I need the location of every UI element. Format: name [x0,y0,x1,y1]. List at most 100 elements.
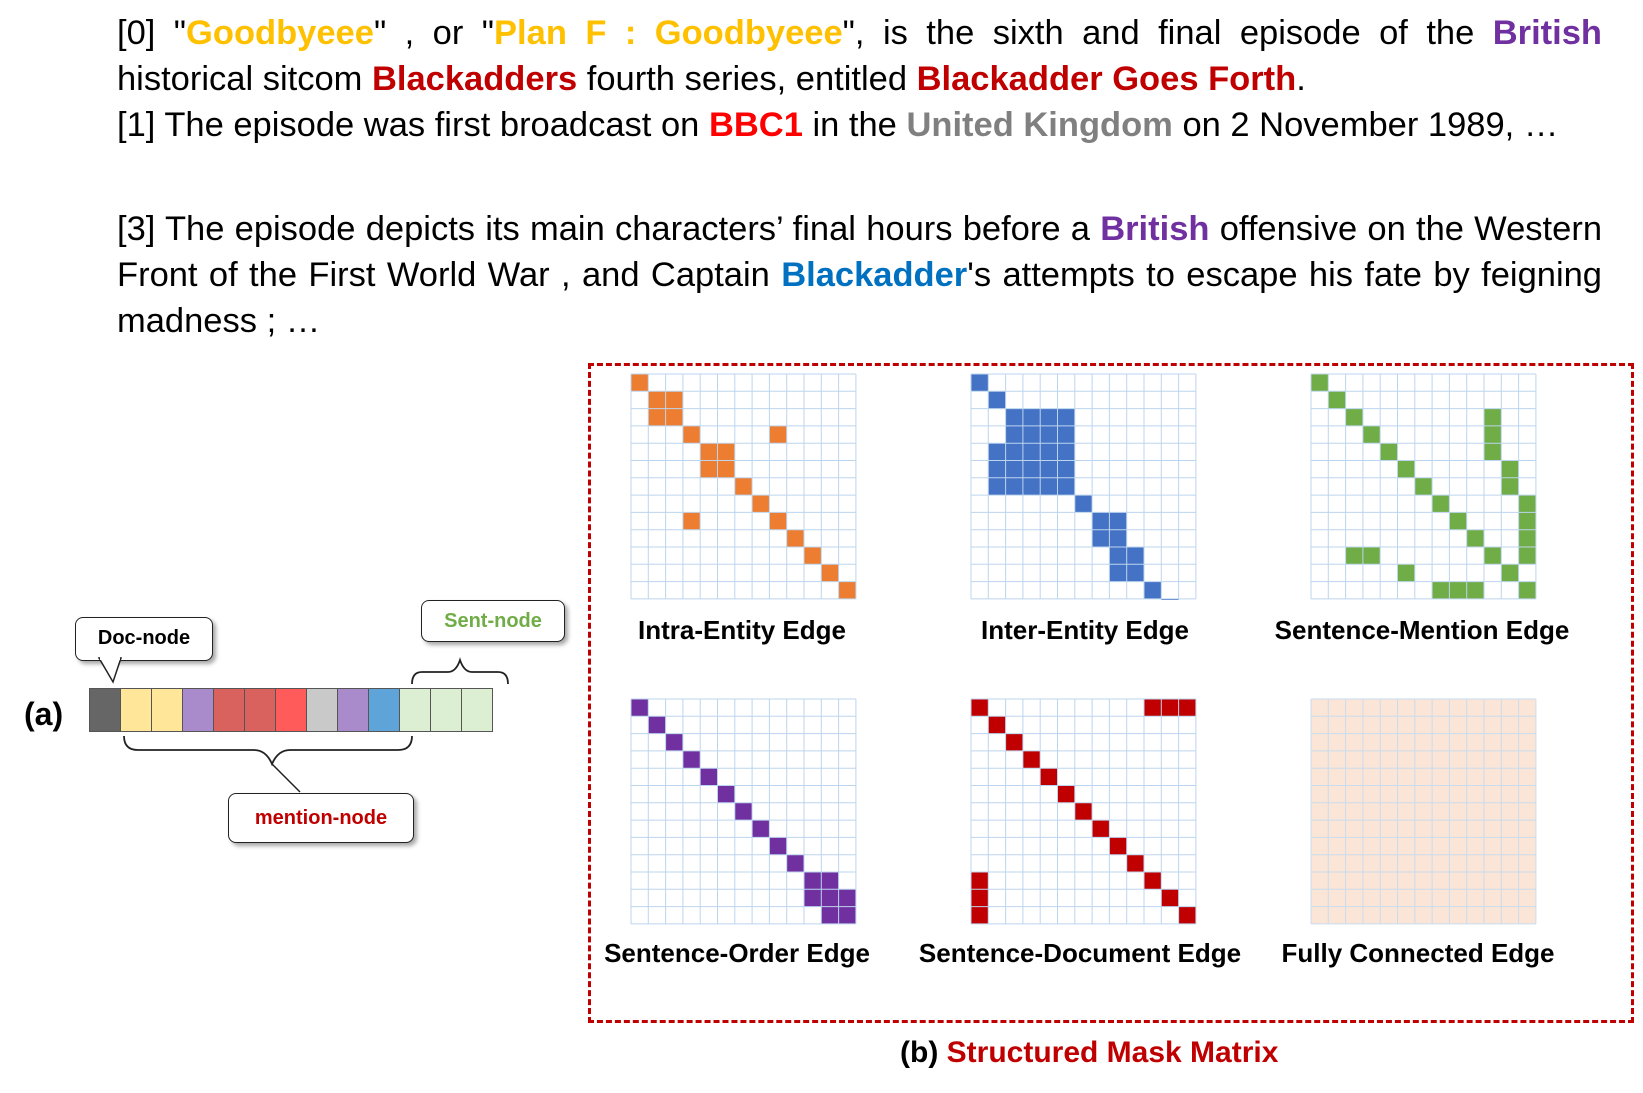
mask-cell [1362,547,1381,565]
mask-cell [971,906,989,924]
mask-cell [1109,564,1127,582]
mask-cell [804,889,822,907]
highlighted-entity: United Kingdom [906,106,1173,144]
paragraph-0: [0] "Goodbyeee" , or "Plan F : Goodbyeee… [117,10,1602,102]
doc-node-cell [89,688,121,732]
highlighted-entity: Blackadder [781,256,968,294]
mask-cell [1092,820,1110,838]
mask-cell [1040,408,1058,426]
mask-cell [648,716,666,734]
mention-node-cell [213,688,245,732]
matrix-title: Sentence-Order Edge [604,938,870,968]
matrix-title: Intra-Entity Edge [637,615,846,645]
mask-cell [971,889,989,907]
mask-cell [1518,547,1536,565]
paragraph-text: in the [802,106,907,144]
mask-cell [1022,460,1041,478]
mask-cell [665,408,683,426]
mask-cell [1518,581,1536,599]
doc-callout-pointer [97,657,123,684]
mask-matrix [630,373,857,600]
mask-cell [1362,425,1381,444]
mask-cell [1040,460,1058,478]
mask-cell [988,443,1006,461]
mask-cell [1449,581,1467,599]
mask-cell [752,820,770,838]
mask-cell [1144,699,1162,717]
mask-cell [1466,581,1484,599]
mask-cell [1005,425,1023,444]
mask-cell [1432,495,1450,513]
mask-cell [1161,699,1179,717]
mask-cell [1144,872,1162,890]
highlighted-entity: British [1100,210,1210,248]
mask-cell [1005,733,1023,751]
paragraph-text: [1] The episode was first broadcast on [117,106,709,144]
mask-cell [1057,443,1075,461]
mask-cell [786,529,804,547]
mask-cell [1518,495,1536,513]
mask-cell [1501,477,1519,496]
mask-cell [1484,443,1502,461]
mask-cell [1092,512,1110,530]
mask-cell [971,699,989,717]
mention-node-cell [151,688,183,732]
paragraph-text: fourth series, entitled [577,60,917,98]
mask-cell [1518,512,1536,530]
mask-cell [700,443,718,461]
mask-cell [988,716,1006,734]
highlighted-entity: British [1492,14,1602,52]
mask-cell [971,872,989,890]
mask-cell [1057,425,1075,444]
mask-cell [769,512,787,530]
mask-matrix [970,373,1197,600]
mask-cell [1144,581,1162,599]
panel-b-label: (b) [900,1036,947,1069]
mask-cell [1126,854,1144,872]
mask-cell [1345,408,1363,426]
mask-cell [1126,564,1144,582]
mask-cell [1178,699,1196,717]
mask-cell [1057,408,1075,426]
mask-cell [1178,906,1196,924]
mask-cell [1022,477,1041,496]
mask-cell [1022,443,1041,461]
mask-cell [804,872,822,890]
mask-cell [1484,547,1502,565]
mask-cell [821,872,839,890]
mask-cell [1022,750,1041,769]
sent-node-label: Sent-node [444,610,542,632]
mask-cell [804,547,822,565]
mask-cell [1109,512,1127,530]
mask-cell [971,374,989,392]
mask-cell [988,391,1006,409]
highlighted-entity: Blackadder Goes Forth [916,60,1297,98]
mask-cell [1092,529,1110,547]
paragraph-1: [1] The episode was first broadcast on B… [117,102,1602,148]
mask-matrix [1310,698,1537,925]
mask-cell [1484,425,1502,444]
mask-cell [700,460,718,478]
highlighted-entity: Plan F : Goodbyeee [494,14,843,52]
mention-node-callout: mention-node [228,793,414,843]
mask-cell [1126,547,1144,565]
mention-node-cell [244,688,276,732]
mask-cell [682,425,701,444]
paragraph-text: . [1296,60,1306,98]
paragraph-text: historical sitcom [117,60,372,98]
mask-cell [1057,460,1075,478]
sent-node-cell [430,688,462,732]
mask-cell [717,443,735,461]
mask-cell [1311,374,1329,392]
doc-node-callout: Doc-node [75,617,213,661]
mask-cell [1484,408,1502,426]
mask-cell [838,581,856,599]
mask-cell [648,391,666,409]
matrix-title: Inter-Entity Edge [980,615,1189,645]
mask-cell [1432,581,1450,599]
mask-cell [752,495,770,513]
mask-cell [734,477,753,496]
mask-cell [631,699,649,717]
mask-cell [1109,529,1127,547]
paragraph-text: on 2 November 1989, … [1172,106,1559,144]
